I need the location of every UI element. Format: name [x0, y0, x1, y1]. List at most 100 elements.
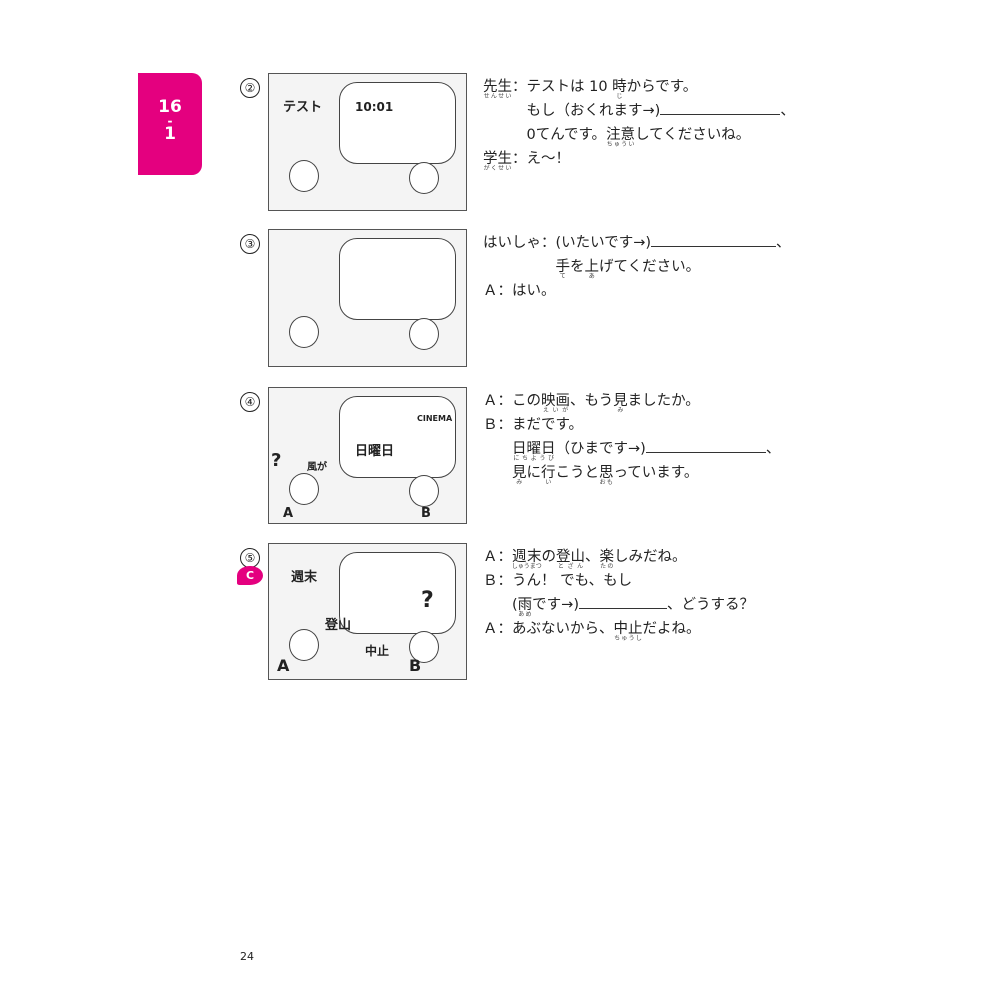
- person-figure: [289, 160, 319, 192]
- dialogue-line: 0てんです。注意ちゅういしてくださいね。: [483, 123, 795, 148]
- text: 、もう: [570, 393, 614, 409]
- dialogue-line: 見みに行いこうと思おもっています。: [483, 461, 780, 486]
- answer-blank[interactable]: [578, 596, 667, 609]
- speech-bubble: [339, 82, 456, 164]
- kanji: 映画: [541, 393, 570, 409]
- text: ：え〜！: [512, 151, 570, 167]
- illustration-label: A: [283, 506, 294, 521]
- kanji: 手: [555, 259, 571, 275]
- dialogue-line: Ａ：この映画えいが、もう見みましたか。: [483, 389, 780, 414]
- furigana: あめ: [517, 611, 533, 618]
- ruby-word: 映画えいが: [541, 393, 570, 414]
- dialogue-line: 手てを上あげてください。: [483, 255, 791, 280]
- item-number: ⑤: [240, 548, 260, 568]
- dialogue: Ａ：週末しゅうまつの登山とざん、楽たのしみだね。Ｂ：うん！ でも、もし (雨あめ…: [483, 545, 754, 642]
- text: もし（おくれます→): [483, 103, 661, 119]
- illustration-label: テスト: [283, 100, 323, 115]
- furigana: み: [512, 479, 527, 486]
- illustration-label: B: [421, 506, 431, 521]
- furigana: とざん: [556, 563, 586, 570]
- kanji: 日曜日: [512, 441, 556, 457]
- text: からです。: [626, 79, 698, 95]
- dialogue-line: はいしゃ：(いたいです→)、: [483, 231, 791, 255]
- illustration: [268, 229, 467, 367]
- illustration-label: ?: [421, 588, 434, 613]
- kanji: 見: [613, 393, 628, 409]
- ruby-word: 雨あめ: [517, 597, 533, 618]
- furigana: おも: [599, 479, 614, 486]
- text: 0てんです。: [483, 127, 607, 143]
- text: 、: [776, 235, 791, 251]
- dialogue-line: もし（おくれます→) 、: [483, 99, 795, 123]
- dialogue-line: Ａ：はい。: [483, 279, 791, 303]
- illustration-label: 10:01: [355, 100, 394, 114]
- dialogue-line: (雨あめです→)、どうする？: [483, 593, 754, 618]
- unit-number: 16: [158, 97, 182, 117]
- kanji: 楽: [599, 549, 615, 565]
- person-figure: [409, 162, 439, 194]
- kanji: 注意: [606, 127, 636, 143]
- dialogue-line: Ｂ：うん！ でも、もし: [483, 569, 754, 593]
- text: の: [541, 549, 557, 565]
- ruby-word: 手て: [555, 259, 571, 280]
- answer-blank[interactable]: [645, 440, 766, 453]
- text: Ａ：: [483, 549, 512, 565]
- dialogue: Ａ：この映画えいが、もう見みましたか。Ｂ：まだです。 日曜日にちようび（ひまです…: [483, 389, 781, 486]
- ruby-word: 見み: [613, 393, 628, 414]
- dialogue-line: Ｂ：まだです。: [483, 413, 780, 437]
- text: っています。: [613, 465, 699, 481]
- furigana: えいが: [541, 407, 570, 414]
- furigana: ちゅうい: [606, 141, 636, 148]
- text: Ａ：あぶないから、: [483, 621, 614, 637]
- kanji: 上: [584, 259, 600, 275]
- text: （ひまです→): [555, 441, 646, 457]
- ruby-word: 日曜日にちようび: [512, 441, 556, 462]
- illustration-label: 登山: [325, 618, 352, 633]
- illustration-label: ?: [271, 450, 282, 471]
- text: Ａ：この: [483, 393, 541, 409]
- text: ましたか。: [627, 393, 700, 409]
- kanji: 中止: [613, 621, 643, 637]
- dialogue-line: Ａ：週末しゅうまつの登山とざん、楽たのしみだね。: [483, 545, 754, 570]
- item-number: ②: [240, 78, 260, 98]
- text: こうと: [555, 465, 600, 481]
- answer-blank[interactable]: [651, 234, 777, 247]
- person-figure: [289, 629, 319, 661]
- ruby-word: 楽たの: [599, 549, 615, 570]
- illustration-label: 週末: [291, 570, 318, 585]
- ruby-word: 学生がくせい: [483, 151, 512, 172]
- dialogue: はいしゃ：(いたいです→)、 手てを上あげてください。 Ａ：はい。: [483, 231, 791, 303]
- illustration-label: A: [277, 656, 290, 675]
- furigana: じ: [612, 93, 627, 100]
- answer-blank[interactable]: [660, 102, 781, 115]
- kanji: 登山: [556, 549, 586, 565]
- c-badge: C: [237, 566, 263, 585]
- ruby-word: 登山とざん: [556, 549, 586, 570]
- furigana: がくせい: [483, 165, 512, 172]
- kanji: 雨: [517, 597, 533, 613]
- furigana: て: [555, 273, 570, 280]
- page-number: 24: [240, 950, 254, 963]
- unit-separator: -: [167, 114, 173, 128]
- ruby-word: 思おも: [599, 465, 614, 486]
- furigana: み: [613, 407, 628, 414]
- person-figure: [289, 316, 319, 348]
- text: 、: [765, 441, 781, 457]
- text: ：テストは 10: [512, 79, 613, 95]
- text: に: [526, 465, 542, 481]
- text: 、どうする？: [666, 597, 754, 613]
- kanji: 時: [612, 79, 627, 95]
- text: (: [483, 597, 518, 613]
- speech-bubble: [339, 552, 456, 634]
- text: Ａ：はい。: [483, 283, 556, 299]
- illustration-label: 中止: [365, 644, 390, 658]
- text: Ｂ：まだです。: [483, 417, 584, 433]
- ruby-word: 注意ちゅうい: [606, 127, 636, 148]
- text: げてください。: [599, 259, 701, 275]
- text: 、: [780, 103, 795, 119]
- speech-bubble: [339, 396, 456, 478]
- person-figure: [409, 318, 439, 350]
- furigana: しゅうまつ: [511, 563, 542, 570]
